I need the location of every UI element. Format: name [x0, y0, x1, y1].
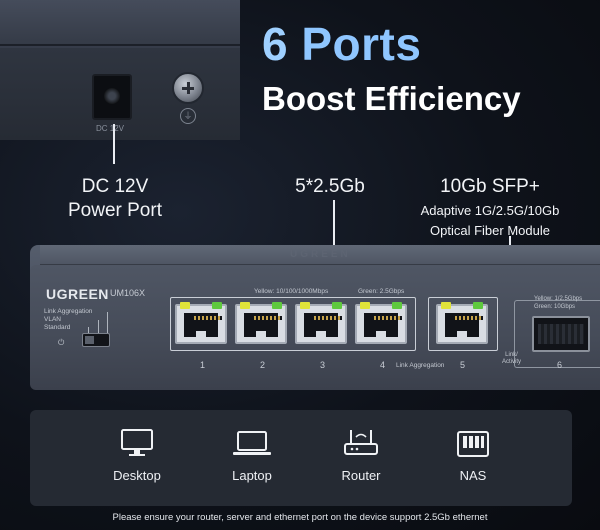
port-3-socket	[304, 313, 342, 337]
rj45-port-1[interactable]	[175, 302, 227, 344]
mode-labels: Link Aggregation VLAN Standard	[44, 308, 92, 332]
port-4-led-green	[392, 302, 402, 309]
mode-label-link-aggregation: Link Aggregation	[44, 308, 93, 315]
compatible-devices-panel	[30, 410, 572, 506]
rj45-callout-line1: 5*2.5Gb	[295, 176, 365, 197]
dc-power-jack	[92, 74, 132, 120]
port-number-3: 3	[320, 360, 326, 370]
rj45-port-3[interactable]	[295, 302, 347, 344]
mode-tick-2	[98, 320, 99, 334]
link-activity-label: Link/ Activity	[502, 352, 522, 365]
headline-subtitle: Boost Efficiency	[262, 80, 521, 117]
port-4-socket	[364, 313, 402, 337]
port-5-socket	[445, 313, 483, 337]
port-1-led-yellow	[180, 302, 190, 309]
switch-lid: UGREEN	[40, 245, 600, 265]
port-4-tab	[376, 331, 386, 337]
sfp-port-frame	[514, 300, 600, 368]
port-2-tab	[256, 331, 266, 337]
port-4-led-yellow	[360, 302, 370, 309]
rear-panel-top	[0, 0, 240, 46]
port-1-tab	[196, 331, 206, 337]
ground-symbol-icon: ⏚	[180, 108, 196, 124]
mode-tick-1	[107, 312, 108, 334]
rj45-port-4[interactable]	[355, 302, 407, 344]
rj45-port-group-5	[428, 297, 498, 351]
laptop-icon	[212, 428, 292, 458]
port-2-socket	[244, 313, 282, 337]
power-callout-line2: Power Port	[68, 200, 162, 221]
power-icon: ⏻	[58, 338, 65, 347]
device-model: UM106X	[110, 288, 146, 298]
mode-label-vlan: VLAN	[44, 316, 61, 323]
router-icon	[321, 428, 401, 458]
headline-number: 6	[262, 18, 289, 70]
port-5-tab	[457, 331, 467, 337]
port-3-led-yellow	[300, 302, 310, 309]
ground-screw-icon	[172, 72, 204, 104]
device-router: Router	[321, 428, 401, 483]
device-laptop-label: Laptop	[232, 468, 272, 483]
sfp-speed-yellow: Yellow: 1/2.5Gbps	[534, 296, 583, 302]
port-number-4: 4	[380, 360, 386, 370]
headline: 6 Ports	[262, 18, 421, 70]
mode-switch-knob[interactable]	[85, 336, 94, 344]
port-3-led-green	[332, 302, 342, 309]
headline-word: Ports	[301, 18, 422, 70]
port-5-contacts	[455, 316, 483, 320]
port-number-6: 6	[557, 360, 563, 370]
port-3-contacts	[314, 316, 342, 320]
port-2-led-green	[272, 302, 282, 309]
device-router-label: Router	[341, 468, 381, 483]
power-callout-line	[113, 124, 115, 164]
rj45-port-2[interactable]	[235, 302, 287, 344]
sfp-speed-green: Green: 10Gbps	[534, 304, 576, 310]
device-brand: UGREEN	[46, 286, 109, 302]
dc-jack-pin	[104, 88, 120, 104]
device-desktop-label: Desktop	[113, 468, 161, 483]
mode-tick-3	[88, 327, 89, 334]
sfp-port-6[interactable]	[532, 316, 590, 352]
link-aggregation-label: Link Aggregation	[396, 362, 445, 369]
desktop-icon	[97, 428, 177, 458]
dc-jack-label: DC 12V	[96, 124, 125, 133]
device-nas: NAS	[433, 428, 513, 483]
compatibility-footnote: Please ensure your router, server and et…	[112, 512, 488, 523]
port-2-led-yellow	[240, 302, 250, 309]
sfp-callout-line2: Adaptive 1G/2.5G/10Gb	[420, 203, 560, 218]
device-nas-label: NAS	[459, 468, 487, 483]
sfp-callout-line1: 10Gb SFP+	[440, 176, 540, 197]
port-number-5: 5	[460, 360, 466, 370]
power-port-callout: DC 12V Power Port	[50, 175, 180, 223]
nas-icon	[433, 428, 513, 458]
rj45-port-5[interactable]	[436, 302, 488, 344]
speed-label-yellow: Yellow: 10/100/1000Mbps	[254, 288, 329, 295]
sfp-callout: 10Gb SFP+ Adaptive 1G/2.5G/10Gb Optical …	[395, 175, 585, 241]
rj45-callout: 5*2.5Gb	[270, 175, 390, 199]
port-1-contacts	[194, 316, 222, 320]
port-1-socket	[184, 313, 222, 337]
sfp-cage	[538, 324, 584, 344]
lid-brand-text: UGREEN	[290, 249, 351, 260]
device-desktop: Desktop	[97, 428, 177, 483]
port-3-tab	[316, 331, 326, 337]
port-5-led-green	[473, 302, 483, 309]
device-laptop: Laptop	[212, 428, 292, 483]
power-callout-line1: DC 12V	[81, 176, 149, 197]
port-4-contacts	[374, 316, 402, 320]
rj45-port-group-1-4	[170, 297, 416, 351]
speed-label-green: Green: 2.5Gbps	[358, 288, 405, 295]
port-2-contacts	[254, 316, 282, 320]
port-1-led-green	[212, 302, 222, 309]
port-number-1: 1	[200, 360, 206, 370]
sfp-callout-line3: Optical Fiber Module	[430, 223, 550, 238]
mode-label-standard: Standard	[44, 324, 71, 331]
mode-switch[interactable]	[82, 333, 110, 347]
rj45-bracket-stem	[333, 200, 335, 248]
port-number-2: 2	[260, 360, 266, 370]
port-5-led-yellow	[441, 302, 451, 309]
